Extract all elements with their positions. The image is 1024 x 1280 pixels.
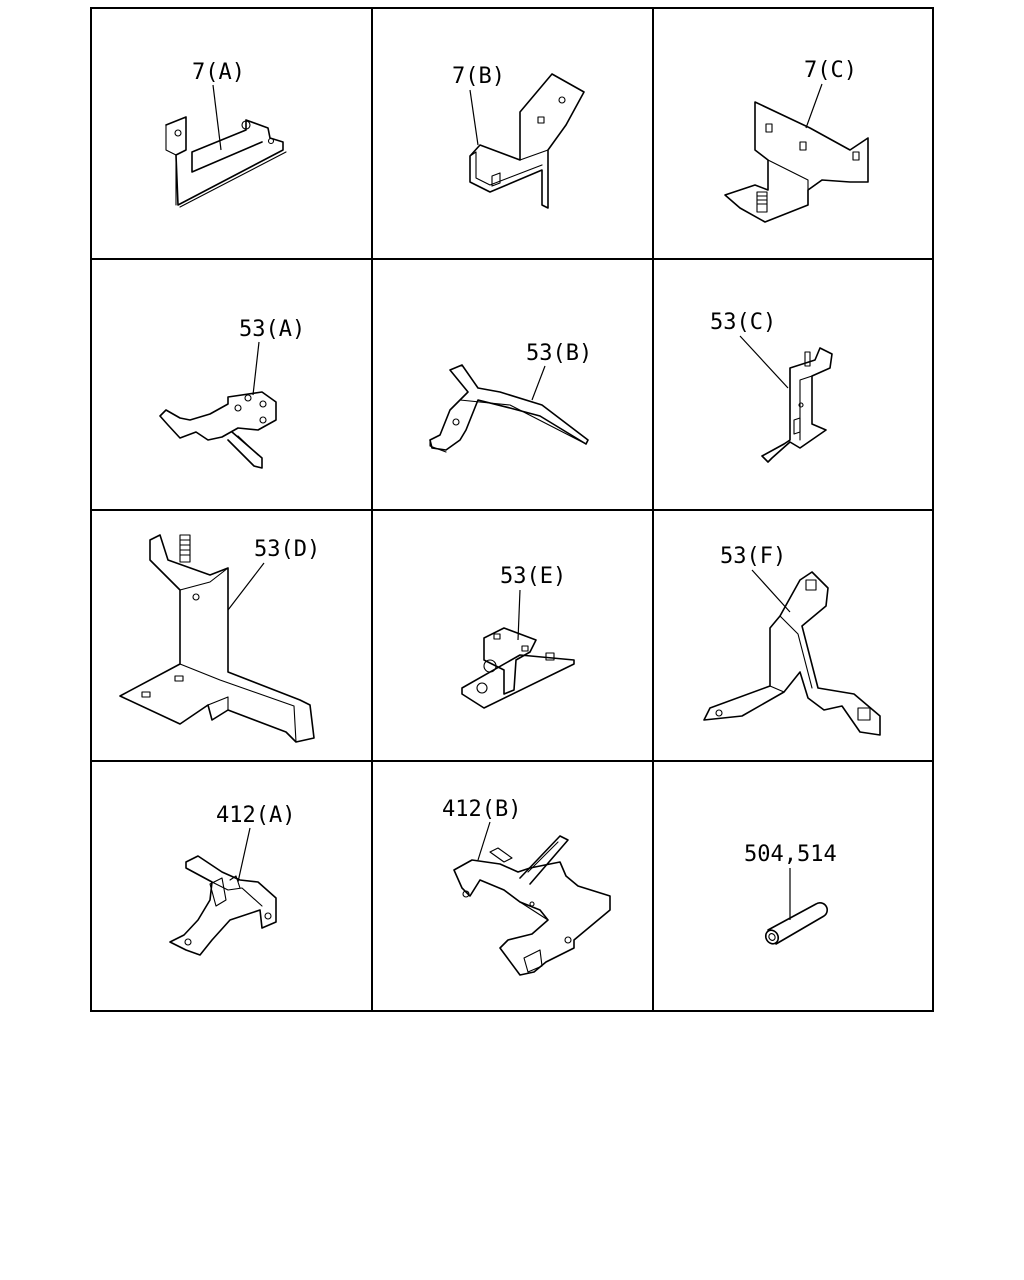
part-label: 53(A): [239, 317, 305, 342]
part-label: 53(E): [500, 564, 566, 589]
bracket-53e-drawing: [461, 627, 575, 709]
leader-line: [739, 335, 789, 389]
bracket-53a-drawing: [159, 391, 277, 469]
leader-line: [517, 589, 521, 641]
bracket-53c-drawing: [761, 347, 833, 463]
part-label: 7(C): [804, 58, 857, 83]
leader-line: [805, 83, 823, 129]
part-cell-53c: 53(C): [710, 310, 833, 463]
spacer-tube-drawing: [764, 901, 828, 945]
bracket-53d-drawing: [119, 534, 315, 743]
leader-line: [531, 365, 546, 401]
parts-grid: [90, 7, 934, 1012]
part-cell-53b: 53(B): [429, 341, 592, 453]
part-cell-53e: 53(E): [461, 564, 575, 709]
leader-line: [227, 562, 265, 611]
part-label: 53(D): [254, 537, 320, 562]
part-label: 412(A): [216, 803, 295, 828]
part-label: 504,514: [744, 842, 837, 867]
bracket-7a-drawing: [165, 116, 287, 208]
leader-line: [252, 341, 260, 396]
bracket-53f-drawing: [703, 571, 881, 736]
leader-line: [751, 569, 791, 613]
part-cell-7a: 7(A): [165, 60, 287, 208]
part-cell-412a: 412(A): [169, 803, 295, 956]
part-label: 412(B): [442, 797, 521, 822]
part-cell-7b: 7(B): [452, 64, 585, 209]
bracket-412b-drawing: [453, 835, 611, 976]
part-cell-53d: 53(D): [119, 534, 320, 743]
part-cell-504-514: 504,514: [744, 842, 837, 945]
bracket-412a-drawing: [169, 855, 277, 956]
leader-line: [469, 89, 479, 146]
part-cell-53a: 53(A): [159, 317, 305, 469]
bracket-7c-drawing: [724, 101, 869, 223]
part-label: 53(C): [710, 310, 776, 335]
part-cell-7c: 7(C): [724, 58, 869, 223]
part-label: 53(F): [720, 544, 786, 569]
bracket-53b-drawing: [429, 364, 589, 453]
bracket-7b-drawing: [469, 73, 585, 209]
leader-line: [212, 84, 222, 151]
part-label: 53(B): [526, 341, 592, 366]
leader-line: [237, 827, 251, 883]
part-cell-412b: 412(B): [442, 797, 611, 976]
part-label: 7(A): [192, 60, 245, 85]
part-cell-53f: 53(F): [703, 544, 881, 736]
leader-line: [477, 821, 491, 861]
part-label: 7(B): [452, 64, 505, 89]
